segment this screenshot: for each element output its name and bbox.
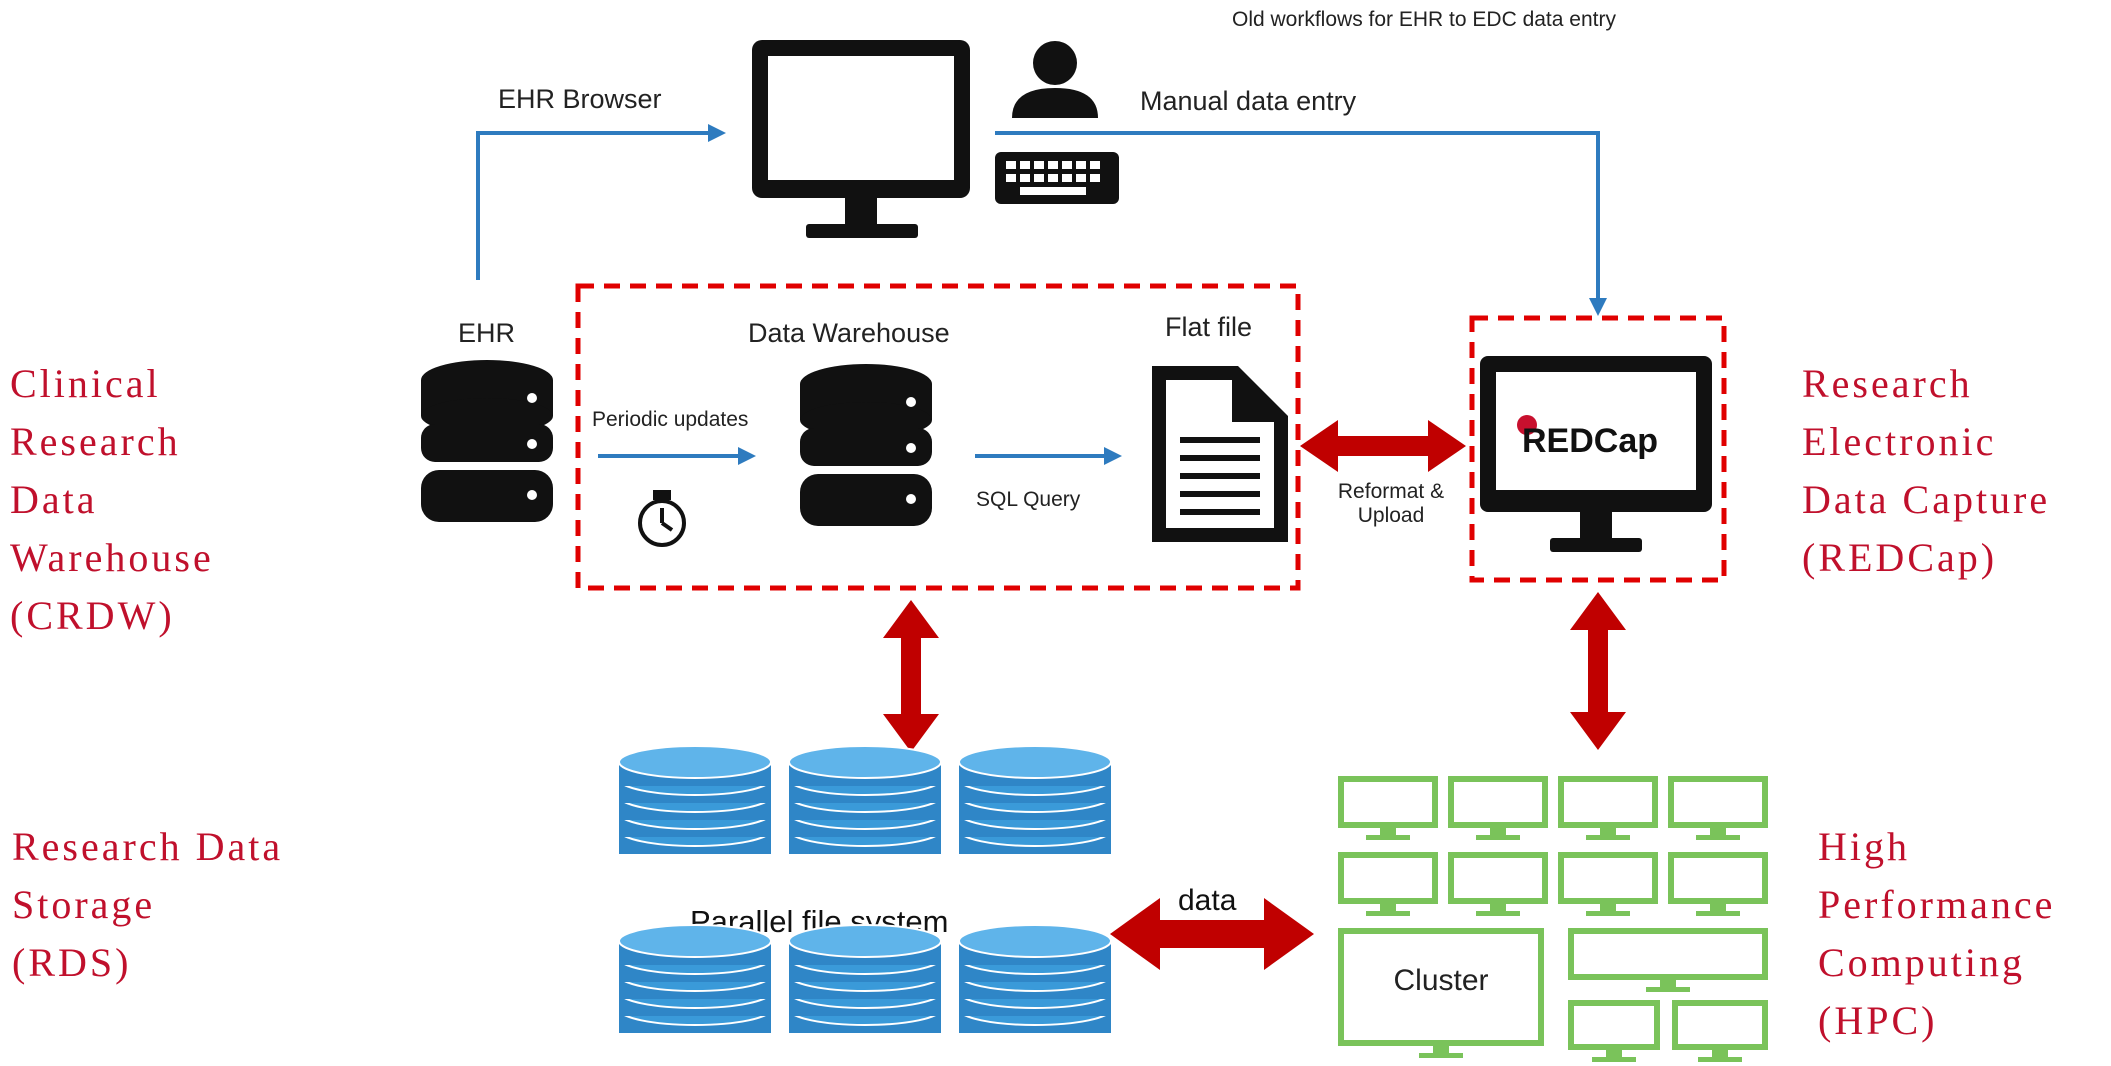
redcap-monitor-icon: REDCap <box>1480 356 1712 552</box>
sql-query-label: SQL Query <box>976 488 1081 511</box>
crdw-dashed-box <box>575 283 1301 591</box>
cluster-main-monitor-icon <box>1338 928 1544 1058</box>
hpc-cluster-icon: Cluster <box>1338 776 1768 1062</box>
disk-stack-icon <box>958 924 1112 1033</box>
caption: Old workflows for EHR to EDC data entry <box>1232 8 1616 31</box>
cluster-node-icon <box>1338 852 1438 916</box>
flat-file-label: Flat file <box>1165 312 1253 342</box>
reformat-upload-label: Reformat &Upload <box>1337 480 1445 527</box>
warehouse-database-icon <box>800 364 932 526</box>
user-icon <box>1012 41 1098 118</box>
ehr-database-icon <box>421 360 553 522</box>
disk-stack-icon <box>618 924 772 1033</box>
keyboard-icon <box>995 152 1119 204</box>
data-arrow-label: data <box>1178 884 1237 917</box>
disk-stack-icon <box>618 745 772 854</box>
cluster-node-icon <box>1448 852 1548 916</box>
ehr-to-browser-arrow <box>476 124 726 280</box>
cluster-node-icon <box>1338 776 1438 840</box>
cluster-node-icon <box>1668 852 1768 916</box>
disk-stack-icon <box>958 745 1112 854</box>
redcap-logo-text: REDCap <box>1522 422 1658 460</box>
warehouse-rds-double-arrow <box>883 600 939 752</box>
cluster-label: Cluster <box>1393 964 1488 997</box>
storage-disks <box>618 745 1112 1033</box>
periodic-updates-label: Periodic updates <box>592 408 749 431</box>
stopwatch-icon <box>638 490 686 547</box>
double-arrows <box>883 420 1626 970</box>
disk-stack-icon <box>788 924 942 1033</box>
redcap-hpc-double-arrow <box>1570 592 1626 750</box>
cluster-node-icon <box>1668 776 1768 840</box>
monitor-icon <box>752 40 970 238</box>
ehr-browser-label: EHR Browser <box>498 84 662 114</box>
file-redcap-double-arrow <box>1300 420 1466 472</box>
flat-file-icon <box>1152 366 1288 542</box>
cluster-node-icon <box>1448 776 1548 840</box>
cluster-node-icon <box>1568 1000 1660 1062</box>
flow-arrows <box>476 124 1607 465</box>
ehr-label: EHR <box>458 318 516 348</box>
cluster-node-icon <box>1558 852 1658 916</box>
cluster-node-icon <box>1672 1000 1768 1062</box>
entry-to-redcap-arrow <box>995 131 1607 316</box>
rds-hpc-double-arrow <box>1110 898 1314 970</box>
disk-stack-icon <box>788 745 942 854</box>
manual-entry-label: Manual data entry <box>1140 86 1357 116</box>
data-warehouse-label: Data Warehouse <box>748 318 950 348</box>
cluster-node-icon <box>1568 928 1768 992</box>
cluster-node-icon <box>1558 776 1658 840</box>
redcap-dashed-box <box>1469 315 1727 583</box>
